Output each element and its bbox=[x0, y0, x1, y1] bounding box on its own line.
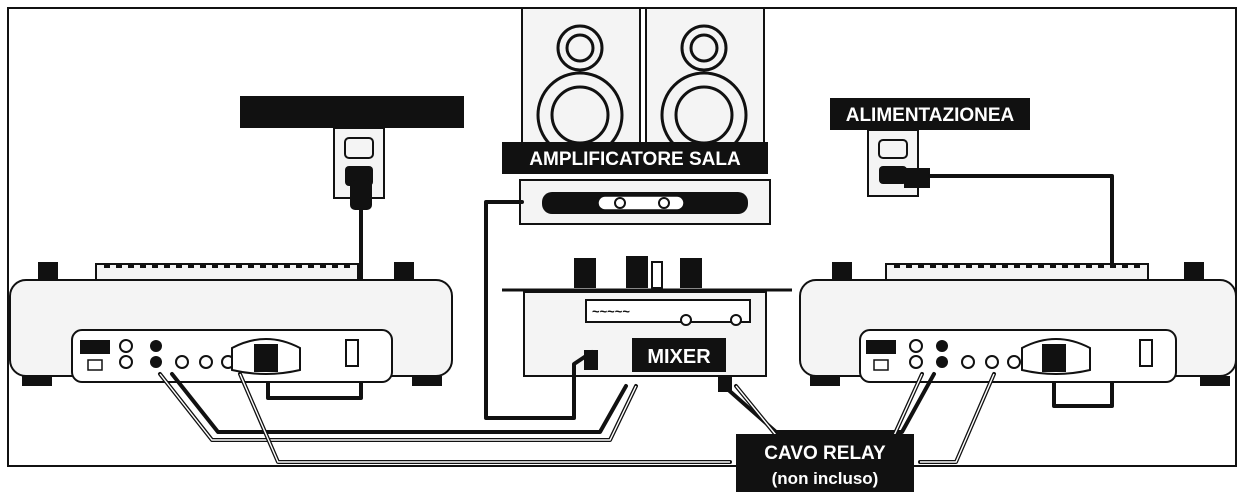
mixer-input-plug-left bbox=[584, 350, 598, 370]
speaker-right bbox=[645, 7, 765, 159]
svg-text:~~~~~: ~~~~~ bbox=[592, 304, 630, 319]
relay-cable-label: CAVO RELAY (non incluso) bbox=[736, 434, 914, 492]
mixer-label-text: MIXER bbox=[647, 346, 711, 368]
relay-cable-left bbox=[238, 372, 732, 464]
amplifier bbox=[519, 179, 771, 225]
outlet-right-label-text: ALIMENTAZIONEA bbox=[846, 105, 1015, 126]
outlet-right-label: ALIMENTAZIONEA bbox=[830, 98, 1030, 130]
speaker-left bbox=[521, 7, 641, 159]
cd-player-left bbox=[9, 262, 453, 386]
relay-cable-right bbox=[918, 372, 996, 464]
relay-cable-label-line2: (non incluso) bbox=[772, 469, 879, 488]
outlet-left-label bbox=[240, 96, 464, 128]
mixer-label: MIXER bbox=[632, 338, 726, 372]
power-cable-right bbox=[904, 168, 1114, 408]
mixer-input-plug-right bbox=[718, 376, 732, 392]
cd-player-right bbox=[799, 262, 1237, 386]
relay-cable-label-line1: CAVO RELAY bbox=[764, 443, 886, 464]
audio-cable-left-to-mixer bbox=[158, 372, 638, 442]
amplifier-label-text: AMPLIFICATORE SALA bbox=[529, 149, 741, 170]
wall-outlet-right bbox=[867, 129, 919, 197]
amplifier-label: AMPLIFICATORE SALA bbox=[502, 142, 768, 174]
amp-to-mixer-cable bbox=[484, 200, 594, 420]
